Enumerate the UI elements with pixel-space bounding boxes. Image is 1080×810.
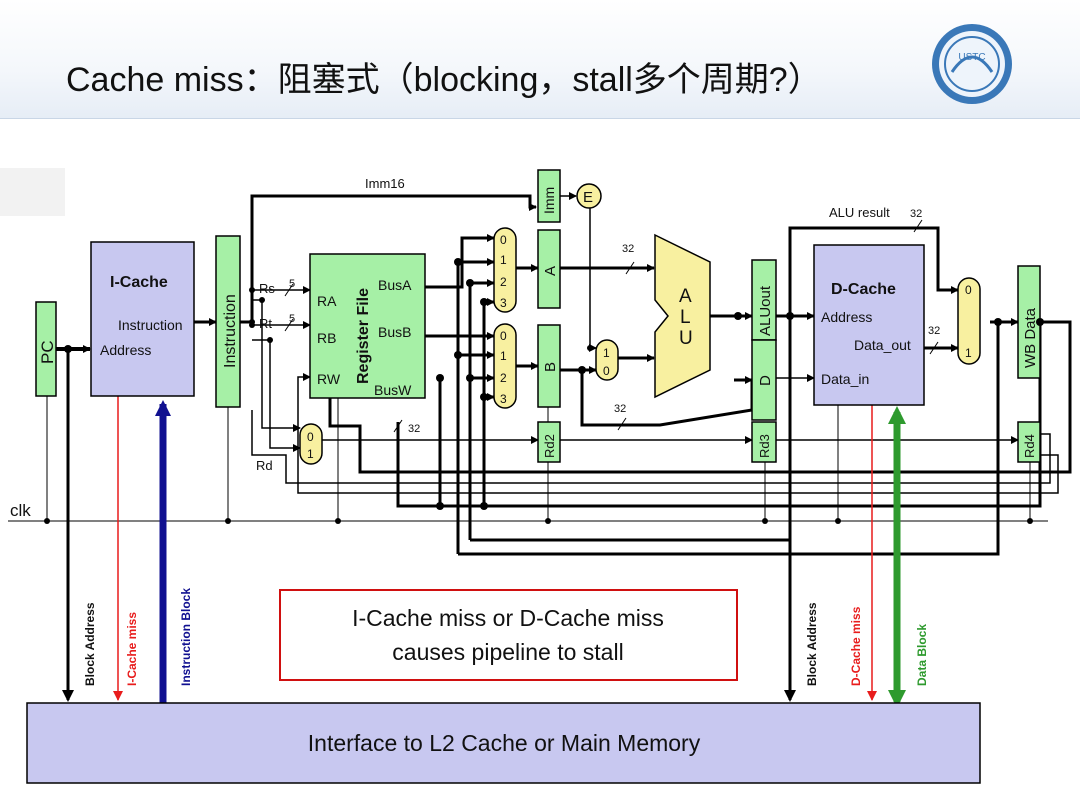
mux-alu-1: 1 [603, 346, 610, 360]
alu-result-label: ALU result [829, 205, 890, 220]
mux-b [493, 323, 517, 409]
dataout-width: 32 [928, 325, 940, 337]
alu-result-width: 32 [910, 208, 922, 220]
stall-note-box [279, 589, 738, 681]
bus-width-marks [284, 219, 939, 433]
clk-label: clk [10, 501, 31, 520]
rd4-register [1017, 421, 1041, 463]
logo-text: USTC [958, 52, 985, 63]
alu-letter-u: U [679, 328, 693, 349]
imm-register [537, 169, 561, 223]
data-block-label: Data Block [915, 624, 929, 686]
rt-width: 5 [289, 313, 295, 325]
wbdata-label: WB Data [1022, 307, 1039, 368]
alu-letter-a: A [679, 286, 692, 307]
rt-label: Rt [259, 316, 272, 331]
mux-rd-0: 0 [307, 430, 314, 444]
b-register [537, 324, 561, 408]
rd3-register [751, 421, 777, 463]
rd-label: Rd [256, 458, 273, 473]
mux-a-1: 1 [500, 253, 507, 267]
register-file-title: Register File [355, 288, 372, 384]
dcache-datain-label: Data_in [821, 371, 869, 387]
stall-note-line1: I-Cache miss or D-Cache miss [352, 605, 664, 631]
busw-width: 32 [408, 423, 420, 435]
mux-b-3: 3 [500, 392, 507, 406]
mux-rd-1: 1 [307, 447, 314, 461]
mux-alu [595, 339, 619, 381]
memory-interface-block [26, 702, 981, 784]
mux-wb [957, 277, 981, 365]
a-width: 32 [622, 243, 634, 255]
ra-label: RA [317, 293, 337, 309]
a-register-label: A [542, 266, 559, 276]
dcache-address-label: Address [821, 309, 872, 325]
instruction-block-label: Instruction Block [179, 588, 193, 686]
b-width: 32 [614, 403, 626, 415]
junction-dots [44, 258, 1044, 524]
mux-a [493, 227, 517, 313]
dcache-block [813, 244, 925, 406]
mux-b-1: 1 [500, 349, 507, 363]
rd3-label: Rd3 [757, 434, 772, 458]
mux-a-2: 2 [500, 275, 507, 289]
icache-instruction-label: Instruction [118, 317, 183, 333]
mux-a-0: 0 [500, 233, 507, 247]
busa-label: BusA [378, 277, 412, 293]
b-register-label: B [542, 362, 559, 372]
icache-address-label: Address [100, 342, 151, 358]
slide-title: Cache miss：阻塞式（blocking，stall多个周期?） [66, 61, 822, 99]
block-address-label-right: Block Address [805, 602, 819, 686]
slide-header [0, 0, 1080, 119]
icache-block [90, 241, 195, 397]
alu-letter-l: L [680, 307, 691, 328]
busb-label: BusB [378, 324, 411, 340]
mux-alu-0: 0 [603, 364, 610, 378]
a-register [537, 229, 561, 309]
instruction-register [215, 235, 241, 408]
icache-title: I-Cache [110, 274, 168, 291]
dcache-miss-label: D-Cache miss [849, 606, 863, 686]
rs-label: Rs [259, 281, 275, 296]
memory-interface-label: Interface to L2 Cache or Main Memory [308, 730, 701, 756]
university-logo-icon: USTC [932, 24, 1012, 104]
mux-wb-0: 0 [965, 283, 972, 297]
pc-label: PC [38, 340, 57, 364]
extend-label: E [583, 189, 593, 206]
busw-label: BusW [374, 382, 412, 398]
stall-note-line2: causes pipeline to stall [392, 639, 623, 665]
rd2-register [537, 421, 561, 463]
block-address-label-left: Block Address [83, 602, 97, 686]
rd4-label: Rd4 [1022, 434, 1037, 458]
mux-a-3: 3 [500, 296, 507, 310]
faded-block [0, 168, 65, 216]
d-register [751, 339, 777, 421]
imm16-label: Imm16 [365, 176, 405, 191]
d-register-label: D [757, 375, 774, 386]
mux-rd [299, 423, 323, 465]
rd2-label: Rd2 [542, 434, 557, 458]
extend-unit [576, 183, 602, 209]
dcache-title: D-Cache [831, 281, 896, 298]
rw-label: RW [317, 371, 341, 387]
mux-wb-1: 1 [965, 346, 972, 360]
mux-b-0: 0 [500, 329, 507, 343]
dcache-dataout-label: Data_out [854, 337, 911, 353]
icache-miss-label: I-Cache miss [125, 612, 139, 686]
rs-width: 5 [289, 278, 295, 290]
register-file [309, 253, 426, 399]
pc-register [35, 301, 57, 397]
imm-label: Imm [541, 187, 557, 214]
alu [654, 233, 711, 399]
pipeline-diagram: PC I-Cache Instruction Address Instructi… [0, 168, 1072, 784]
mux-b-2: 2 [500, 371, 507, 385]
rb-label: RB [317, 330, 336, 346]
aluout-label: ALUout [757, 285, 774, 336]
instruction-register-label: Instruction [222, 294, 239, 368]
